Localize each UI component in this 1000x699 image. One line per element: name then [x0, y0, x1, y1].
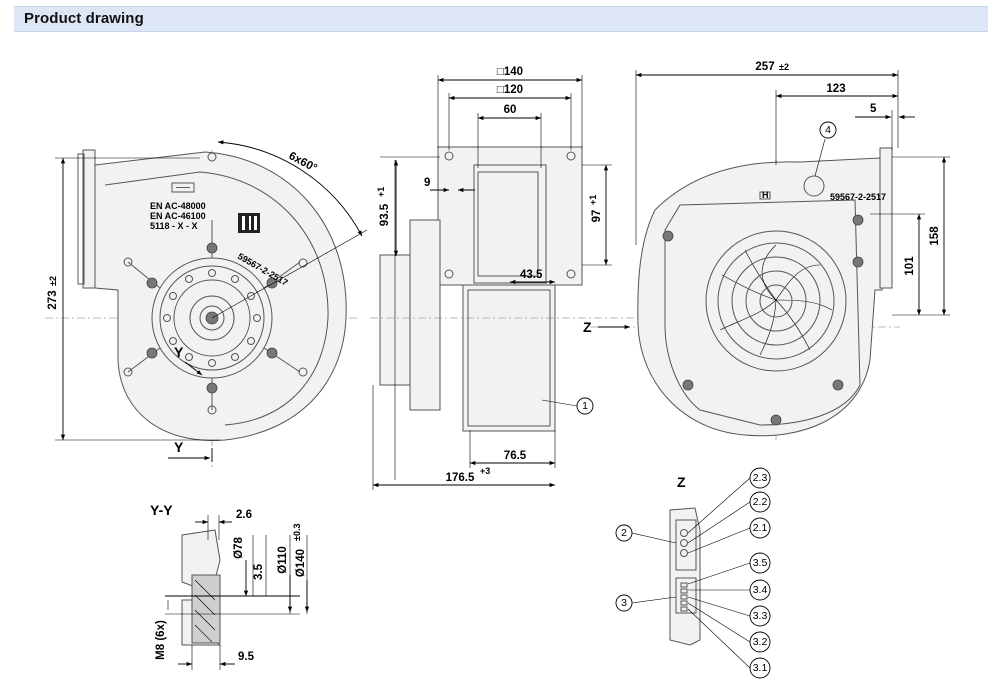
dim-93-5: 93.5 — [379, 203, 391, 226]
callout-2-3: 2.3 — [753, 472, 768, 484]
dim-97-tol: +1 — [588, 195, 598, 205]
callout-3-2: 3.2 — [753, 636, 768, 648]
callout-2: 2 — [621, 527, 627, 539]
height-tol: ±2 — [48, 276, 58, 286]
section-mark-y-inner: Y — [174, 344, 184, 360]
dim-2-6: 2.6 — [236, 509, 252, 521]
front-label-line-3: 5118 - X - X — [150, 221, 198, 231]
dim-110: Ø110 — [277, 546, 289, 574]
section-header: Product drawing — [14, 6, 988, 32]
dim-97: 97 — [591, 210, 603, 223]
front-view: EN AC-48000 EN AC-46100 5118 - X - X 595… — [45, 140, 368, 470]
front-label-line-2: EN AC-46100 — [150, 211, 206, 221]
callout-4: 4 — [825, 124, 831, 136]
detail-title: Z — [677, 474, 686, 490]
dim-140-tol: ±0.3 — [292, 524, 302, 541]
dim-60: 60 — [504, 104, 517, 116]
dim-78: Ø78 — [233, 537, 245, 559]
dim-158: 158 — [929, 226, 941, 246]
rear-view: H 59567-2-2517 257 ±2 123 5 158 101 4 — [583, 61, 950, 440]
view-mark-z: Z — [583, 319, 592, 335]
section-mark-y: Y — [174, 439, 184, 455]
dim-sq140: □140 — [497, 66, 523, 78]
dim-176-5: 176.5 — [446, 472, 475, 484]
dim-sq120: □120 — [497, 84, 523, 96]
dim-101: 101 — [904, 256, 916, 276]
dim-257: 257 — [755, 61, 774, 73]
dim-176-5-tol: +3 — [480, 466, 490, 476]
dim-93-5-tol: +1 — [376, 187, 386, 197]
dim-m8: M8 (6x) — [155, 620, 167, 660]
dim-5: 5 — [870, 103, 877, 115]
dim-123: 123 — [826, 83, 845, 95]
callout-3-3: 3.3 — [753, 610, 768, 622]
detail-z: Z 2 3 2.3 2.2 2.1 — [615, 467, 771, 679]
callout-3-4: 3.4 — [753, 584, 768, 596]
dim-9: 9 — [424, 177, 430, 189]
height-dim: 273 — [47, 290, 59, 309]
section-y-y: Y-Y 2.6 Ø78 3.5 Ø110 — [150, 502, 310, 670]
section-title: Y-Y — [150, 502, 173, 518]
rear-small-marking: H — [762, 190, 769, 200]
dim-257-tol: ±2 — [779, 62, 789, 72]
callout-3-5: 3.5 — [753, 557, 768, 569]
dim-76-5: 76.5 — [504, 450, 527, 462]
dim-140: Ø140 — [295, 549, 307, 577]
section-title: Product drawing — [24, 10, 144, 27]
callout-3: 3 — [621, 597, 627, 609]
callout-1: 1 — [582, 400, 588, 412]
front-label-line-1: EN AC-48000 — [150, 201, 206, 211]
callout-2-2: 2.2 — [753, 496, 768, 508]
rear-marking: 59567-2-2517 — [830, 192, 886, 202]
callout-2-1: 2.1 — [753, 522, 768, 534]
callout-3-1: 3.1 — [753, 662, 768, 674]
dim-9-5: 9.5 — [238, 651, 255, 663]
dim-43-5: 43.5 — [520, 269, 543, 281]
side-view: □140 □120 60 9 93.5 +1 97 +1 43.5 — [370, 66, 640, 490]
dim-3-5: 3.5 — [253, 563, 265, 580]
